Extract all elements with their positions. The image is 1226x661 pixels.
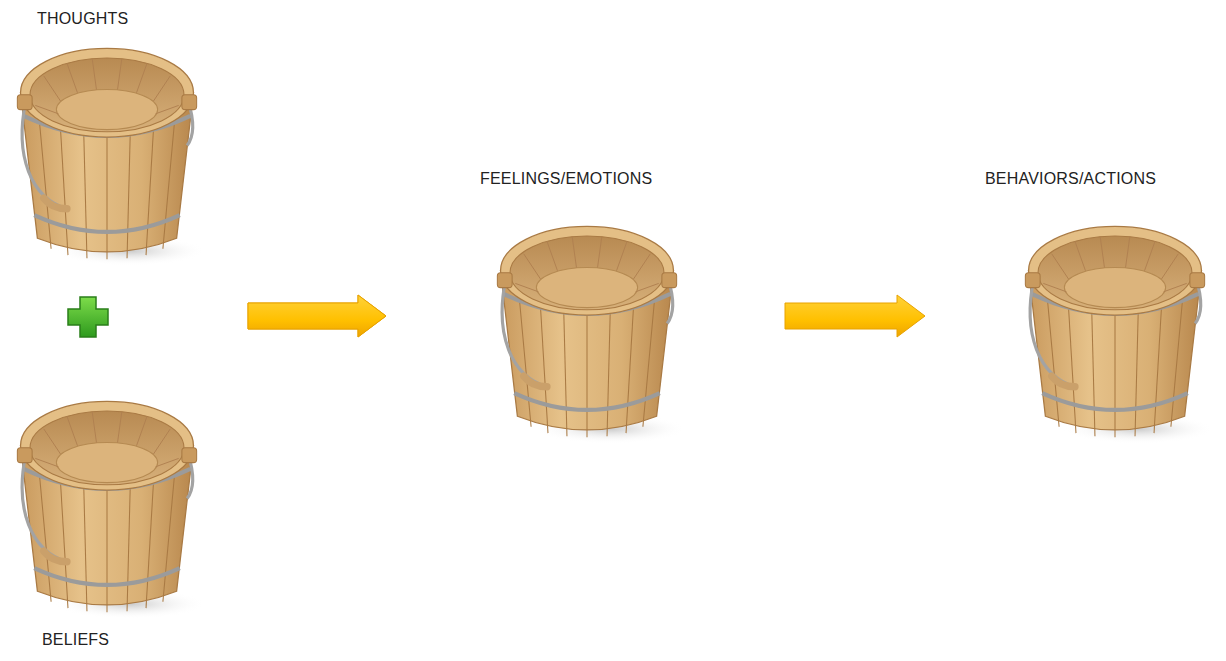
bucket-node: BELIEFS — [0, 313, 248, 661]
block-arrow — [785, 295, 925, 337]
bucket-label: BELIEFS — [42, 631, 109, 649]
bucket-illustration — [1025, 226, 1214, 443]
plus-symbol — [68, 297, 108, 337]
bucket-label: FEELINGS/EMOTIONS — [480, 170, 652, 188]
bucket-node: BEHAVIORS/ACTIONS — [925, 160, 1226, 440]
bucket-illustration — [17, 48, 206, 265]
bucket-label: THOUGHTS — [37, 10, 128, 28]
bucket-node: FEELINGS/EMOTIONS — [386, 160, 785, 440]
bucket-illustration — [497, 226, 686, 443]
bucket-node: THOUGHTS — [0, 0, 248, 313]
bucket-label: BEHAVIORS/ACTIONS — [985, 170, 1156, 188]
bucket-illustration — [17, 401, 206, 618]
block-arrow — [248, 295, 386, 337]
block-arrow — [248, 295, 386, 337]
